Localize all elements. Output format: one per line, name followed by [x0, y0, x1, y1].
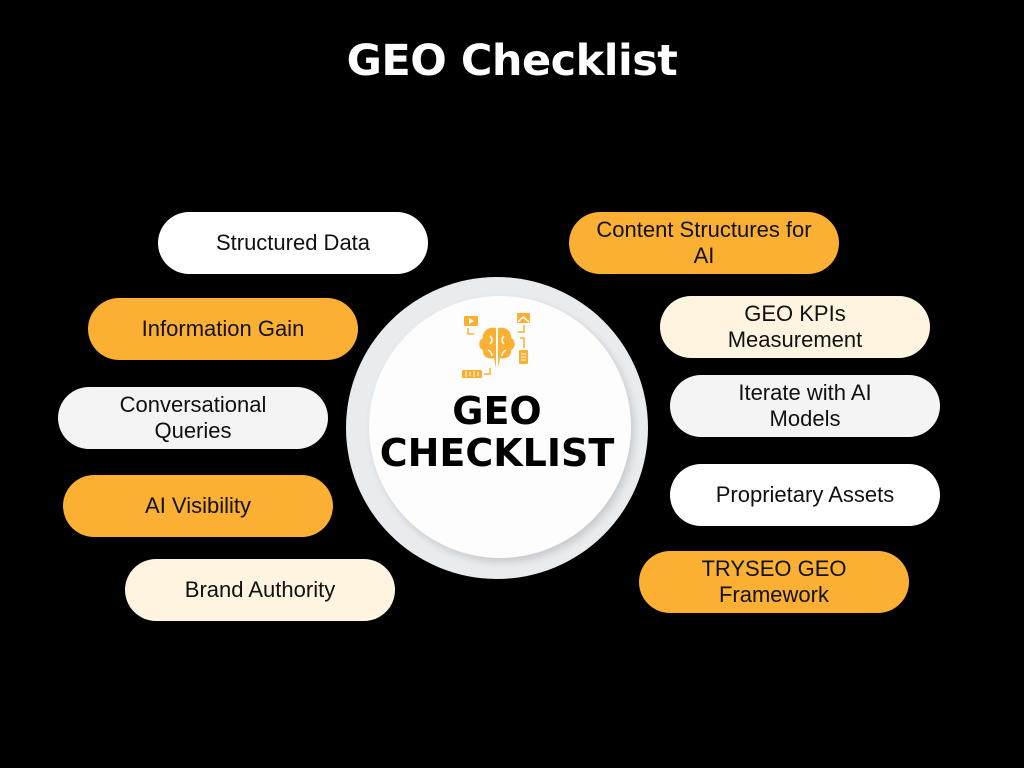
item-iterate-ai-models: Iterate with AI Models	[670, 375, 940, 437]
page-title: GEO Checklist	[346, 36, 678, 86]
item-proprietary-assets: Proprietary Assets	[670, 464, 940, 526]
item-ai-visibility: AI Visibility	[63, 475, 333, 537]
center-title-line2: CHECKLIST	[379, 431, 615, 475]
item-brand-authority: Brand Authority	[125, 559, 395, 621]
item-tryseo-framework: TRYSEO GEO Framework	[639, 551, 909, 613]
item-conversational-queries: Conversational Queries	[58, 387, 328, 449]
center-title-line1: GEO	[452, 389, 542, 433]
item-geo-kpis: GEO KPIs Measurement	[660, 296, 930, 358]
brain-ai-icon	[462, 313, 530, 378]
item-information-gain: Information Gain	[88, 298, 358, 360]
item-structured-data: Structured Data	[158, 212, 428, 274]
item-content-structures: Content Structures for AI	[569, 212, 839, 274]
center-title: GEO CHECKLIST	[346, 390, 648, 474]
